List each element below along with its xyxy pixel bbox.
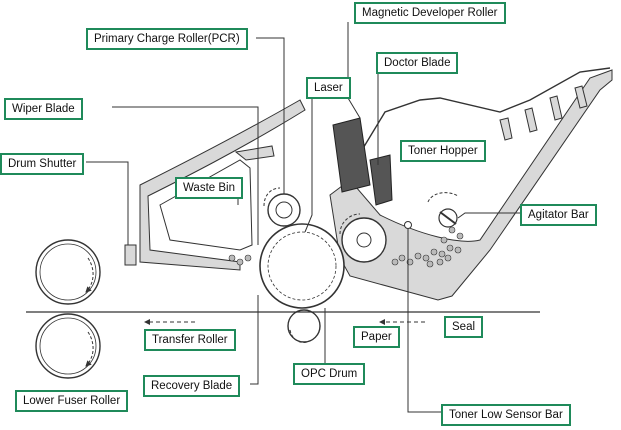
callout-doctor-blade: Doctor Blade (376, 52, 459, 74)
callout-agitator-bar: Agitator Bar (520, 204, 597, 226)
drum-shutter-part (124, 244, 137, 266)
toner-low-sensor-dot (404, 221, 412, 229)
callout-drum-shutter: Drum Shutter (0, 153, 85, 175)
toner-particles (228, 226, 464, 268)
hopper-top-edge (344, 67, 611, 179)
callout-toner-low-sensor-bar: Toner Low Sensor Bar (441, 404, 571, 426)
opc-drum-part (259, 223, 345, 309)
callout-magnetic-developer-roller: Magnetic Developer Roller (354, 2, 506, 24)
upper-fuser-roller (35, 239, 101, 305)
waste-housing (139, 99, 306, 271)
callout-paper: Paper (353, 326, 400, 348)
hopper-ribs (499, 85, 588, 141)
lower-fuser-roller-part (35, 313, 101, 379)
leader-lines (86, 22, 520, 413)
callout-opc-drum: OPC Drum (293, 363, 366, 385)
pcr-roller (263, 187, 301, 227)
waste-bin-inner (234, 145, 275, 161)
callout-lower-fuser-roller: Lower Fuser Roller (15, 390, 129, 412)
callout-primary-charge-roller: Primary Charge Roller(PCR) (86, 28, 248, 50)
callout-laser: Laser (306, 77, 351, 99)
callout-toner-hopper: Toner Hopper (400, 140, 486, 162)
callout-wiper-blade: Wiper Blade (4, 98, 83, 120)
laser-block (332, 117, 371, 193)
callout-transfer-roller: Transfer Roller (144, 329, 236, 351)
callout-seal: Seal (444, 316, 484, 338)
developer-roller (339, 213, 387, 263)
toner-hopper-housing (329, 69, 613, 301)
callout-recovery-blade: Recovery Blade (143, 375, 241, 397)
doctor-blade-part (369, 154, 393, 206)
agitator-bar-part (427, 192, 459, 228)
callout-waste-bin: Waste Bin (175, 177, 243, 199)
transfer-roller-part (287, 309, 321, 343)
